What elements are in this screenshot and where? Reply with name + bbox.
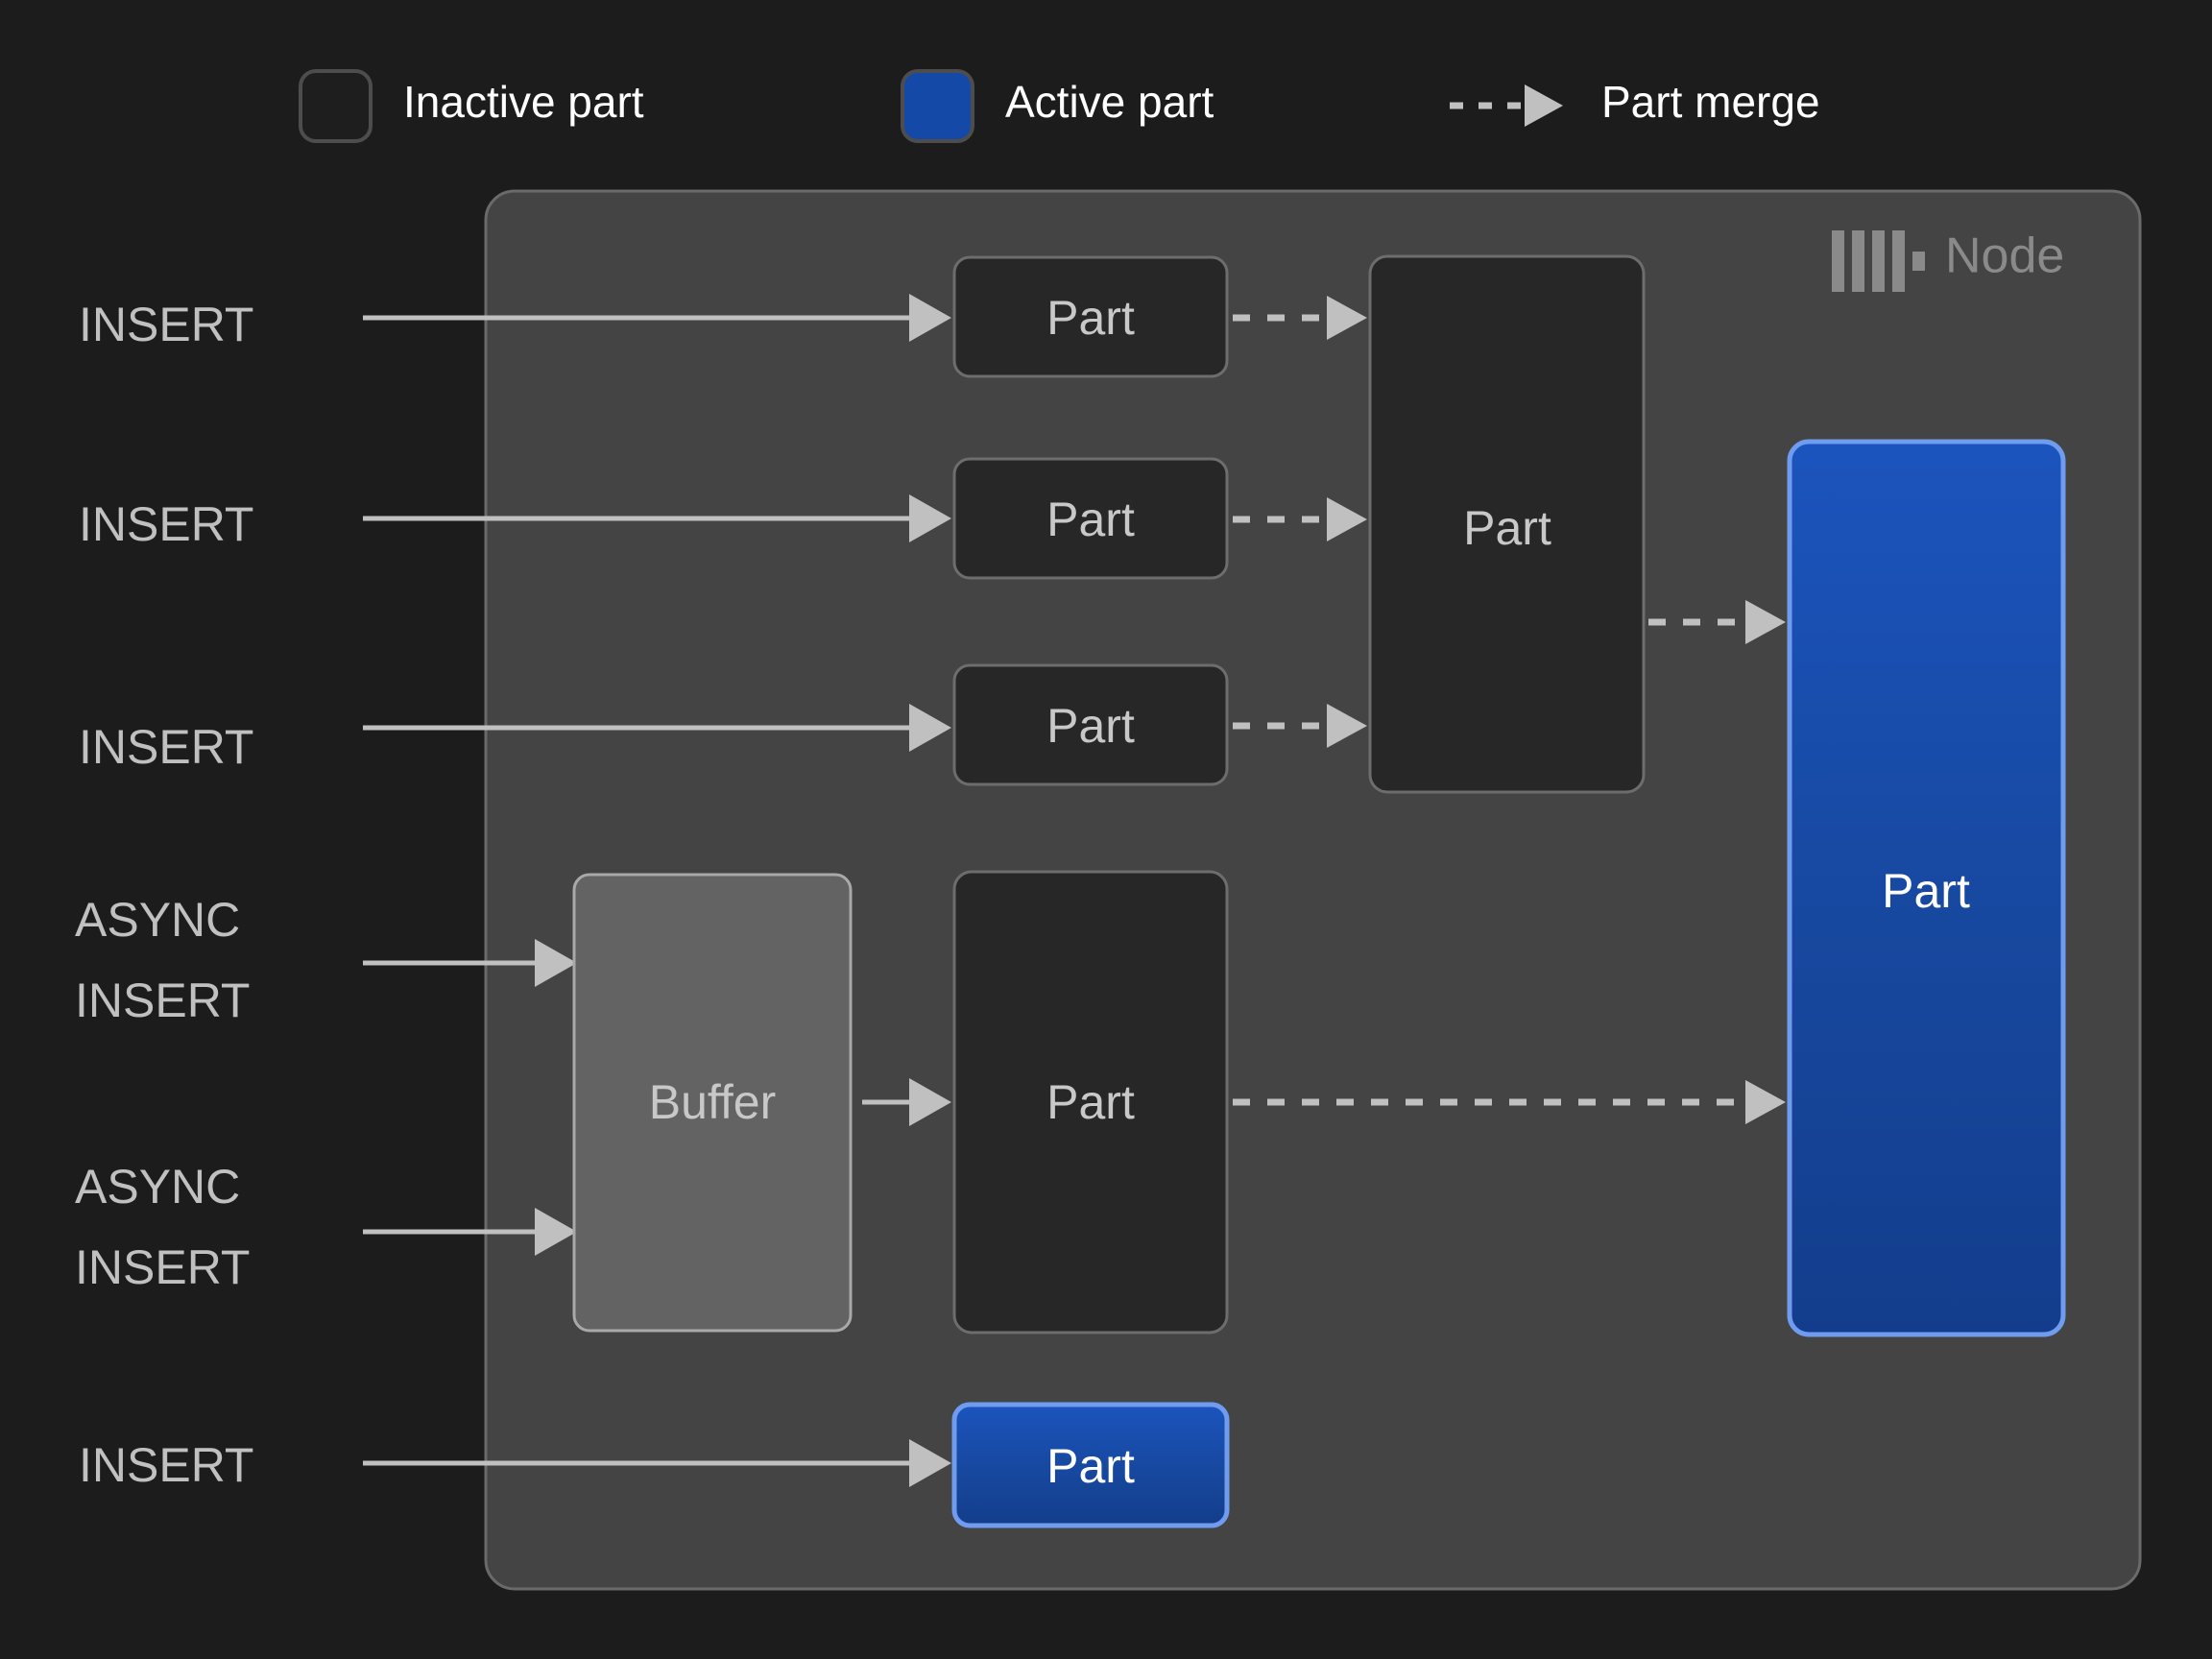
- legend-label-active: Active part: [1005, 77, 1214, 127]
- input-row-insert-1: INSERT: [79, 294, 951, 351]
- part-box-top-1-label: Part: [1046, 291, 1135, 345]
- legend-label-inactive: Inactive part: [403, 77, 644, 127]
- part-box-from-buffer-label: Part: [1046, 1075, 1135, 1129]
- insert-label-2: INSERT: [79, 497, 253, 551]
- legend-item-active: Active part: [901, 69, 1214, 143]
- part-box-merged-mid[interactable]: Part: [1368, 254, 1646, 794]
- part-box-top-2[interactable]: Part: [952, 457, 1229, 580]
- clickhouse-logo-icon: [1832, 230, 1925, 292]
- async-insert-label-1a: ASYNC: [75, 893, 240, 947]
- input-row-insert-2: INSERT: [79, 494, 951, 551]
- part-box-top-2-label: Part: [1046, 493, 1135, 546]
- part-box-insert-active-label: Part: [1046, 1439, 1135, 1493]
- input-row-async-insert-2: ASYNC INSERT: [75, 1160, 577, 1294]
- async-insert-label-2b: INSERT: [75, 1240, 250, 1294]
- part-box-top-3-label: Part: [1046, 699, 1135, 753]
- insert-arrow-head-1: [909, 294, 951, 342]
- part-box-top-1[interactable]: Part: [952, 255, 1229, 378]
- part-box-top-3[interactable]: Part: [952, 663, 1229, 786]
- legend-item-inactive: Inactive part: [299, 69, 644, 143]
- insert-arrow-head-2: [909, 494, 951, 542]
- active-part-swatch: [901, 69, 974, 143]
- legend: Inactive part Active part Part merge: [299, 69, 1820, 143]
- insert-arrow-head-4: [909, 1439, 951, 1487]
- merge-arrow-mid-to-final: [1648, 600, 1786, 644]
- buffer-box-label: Buffer: [649, 1075, 777, 1129]
- buffer-box[interactable]: Buffer: [572, 873, 853, 1333]
- input-row-insert-3: INSERT: [79, 704, 951, 774]
- merge-arrow-top-1: [1233, 296, 1367, 340]
- async-insert-arrow-head-2: [535, 1208, 577, 1256]
- insert-label-1: INSERT: [79, 298, 253, 351]
- node-container-panel: [484, 189, 2142, 1591]
- legend-label-merge: Part merge: [1601, 77, 1820, 127]
- merge-arrow-top-3: [1233, 704, 1367, 748]
- inactive-part-swatch: [299, 69, 373, 143]
- async-insert-arrow-head-1: [535, 939, 577, 987]
- part-box-insert-active[interactable]: Part: [951, 1402, 1230, 1528]
- insert-label-4: INSERT: [79, 1438, 253, 1492]
- node-title: Node: [1945, 228, 2064, 284]
- async-insert-label-1b: INSERT: [75, 974, 250, 1027]
- buffer-to-part-arrow: [862, 1078, 951, 1126]
- async-insert-label-2a: ASYNC: [75, 1160, 240, 1214]
- part-box-from-buffer[interactable]: Part: [952, 870, 1229, 1334]
- dashed-arrow-icon: [1450, 84, 1563, 127]
- insert-arrow-head-3: [909, 704, 951, 752]
- input-row-async-insert-1: ASYNC INSERT: [75, 893, 577, 1027]
- part-box-final-active-label: Part: [1882, 864, 1970, 918]
- part-box-merged-mid-label: Part: [1463, 501, 1551, 555]
- insert-label-3: INSERT: [79, 720, 253, 774]
- part-box-final-active[interactable]: Part: [1787, 439, 2066, 1337]
- node-header: Node: [1832, 228, 2064, 292]
- merge-arrow-buffer-to-final: [1233, 1080, 1786, 1124]
- input-row-insert-4: INSERT: [79, 1438, 951, 1492]
- merge-arrow-top-2: [1233, 497, 1367, 541]
- legend-item-merge: Part merge: [1450, 77, 1820, 127]
